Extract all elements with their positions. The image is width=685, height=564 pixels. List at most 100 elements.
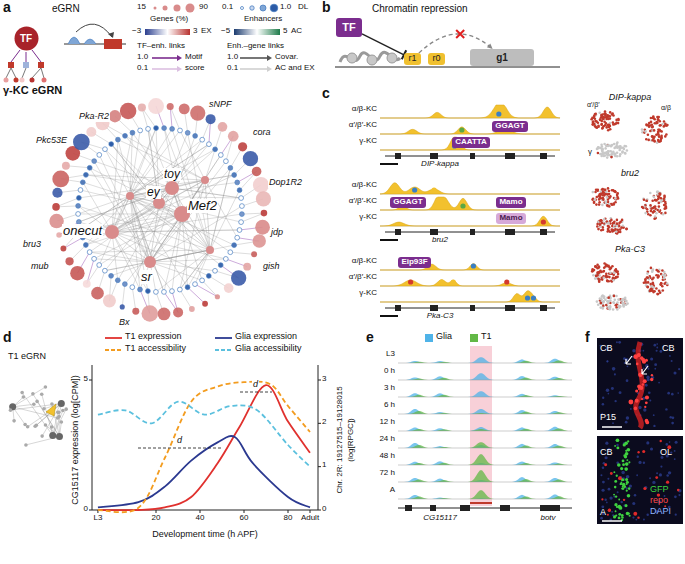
umap-cell bbox=[648, 290, 651, 293]
label: α/β-KC bbox=[352, 257, 377, 266]
network-node bbox=[24, 443, 28, 447]
umap-cell bbox=[660, 137, 663, 140]
network-link bbox=[112, 232, 150, 262]
umap-cell bbox=[607, 222, 610, 225]
exon bbox=[405, 505, 412, 511]
dapi bbox=[666, 474, 669, 477]
repo-signal bbox=[645, 359, 648, 362]
repo-signal bbox=[637, 516, 639, 518]
network-node bbox=[31, 392, 35, 396]
dapi bbox=[674, 458, 676, 460]
dapi bbox=[604, 499, 606, 501]
tf-hub bbox=[144, 256, 156, 268]
umap-cell bbox=[606, 230, 609, 233]
umap-cell bbox=[612, 230, 615, 233]
network-link bbox=[112, 133, 132, 232]
umap-cell bbox=[653, 196, 656, 199]
network-link bbox=[132, 287, 135, 311]
gene-circle bbox=[202, 301, 208, 307]
label: −5 bbox=[221, 27, 230, 36]
dapi bbox=[611, 511, 613, 513]
umap-cell bbox=[656, 191, 659, 194]
umap-cell bbox=[603, 297, 606, 300]
tf-hub bbox=[206, 246, 214, 254]
dapi bbox=[606, 361, 608, 363]
umap-cell bbox=[592, 191, 595, 194]
dapi bbox=[608, 488, 611, 491]
network-node bbox=[32, 402, 36, 406]
gene-circle bbox=[167, 103, 174, 110]
dna-line bbox=[335, 67, 560, 68]
umap-cell bbox=[664, 124, 667, 127]
scale-bar bbox=[602, 426, 622, 428]
label: 1 bbox=[322, 461, 326, 470]
motif-dot bbox=[525, 295, 530, 300]
umap-cell bbox=[604, 113, 607, 116]
label: (log[RPGC]) bbox=[347, 418, 356, 462]
repo-signal bbox=[618, 476, 622, 480]
network-link bbox=[188, 250, 210, 287]
umap-cell bbox=[611, 112, 614, 115]
repo-signal bbox=[643, 379, 647, 383]
enhancer-dot bbox=[185, 130, 190, 135]
pointer-arrow bbox=[642, 366, 648, 374]
umap-cell bbox=[601, 197, 604, 200]
tf-hub bbox=[165, 181, 179, 195]
network-link bbox=[150, 155, 221, 262]
curve bbox=[98, 436, 310, 507]
umap-cell bbox=[619, 153, 622, 156]
dapi bbox=[653, 425, 655, 427]
track-baseline bbox=[398, 363, 572, 364]
label: 0 h bbox=[384, 367, 395, 376]
label: repo bbox=[650, 496, 668, 506]
umap-cell bbox=[607, 187, 610, 190]
umap-cell bbox=[609, 115, 612, 118]
exon bbox=[395, 305, 401, 311]
umap-cell bbox=[612, 223, 615, 226]
gene-circle bbox=[243, 151, 258, 166]
umap-cell bbox=[616, 141, 619, 144]
label: bru3 bbox=[22, 240, 42, 250]
label: α′/β′-KC bbox=[349, 273, 377, 282]
key-arrowhead bbox=[267, 66, 272, 72]
umap-cell bbox=[591, 117, 594, 120]
network-link bbox=[94, 161, 150, 262]
node-text: Mamo bbox=[499, 214, 522, 223]
gfp-signal bbox=[618, 499, 620, 501]
label: CB bbox=[662, 344, 675, 354]
umap-cell bbox=[618, 305, 621, 308]
coverage-track bbox=[398, 411, 572, 414]
network-link bbox=[130, 196, 150, 262]
repo-signal bbox=[633, 354, 638, 359]
umap-cell bbox=[645, 123, 648, 126]
umap-cell bbox=[652, 117, 655, 120]
scale-bar bbox=[380, 315, 398, 317]
size-key bbox=[154, 7, 157, 10]
exon bbox=[470, 153, 475, 159]
umap-cell bbox=[641, 128, 644, 131]
gene-circle bbox=[70, 266, 84, 280]
umap-cell bbox=[616, 308, 619, 311]
umap-cell bbox=[613, 220, 616, 223]
coverage-track bbox=[398, 357, 572, 363]
umap-cell bbox=[644, 130, 647, 133]
network-node bbox=[42, 407, 46, 411]
label: γ-KC bbox=[359, 213, 377, 222]
label: 80 bbox=[284, 514, 293, 523]
gene-circle bbox=[252, 167, 262, 177]
umap-cell bbox=[616, 301, 619, 304]
network-node bbox=[40, 392, 44, 396]
gfp-signal bbox=[618, 506, 620, 508]
dapi bbox=[643, 518, 645, 520]
legend-text: Glia accessibility bbox=[235, 344, 302, 354]
dapi bbox=[601, 489, 604, 492]
nucleosome bbox=[347, 53, 357, 63]
dapi bbox=[675, 514, 677, 516]
repo-signal bbox=[623, 499, 625, 501]
node-box: r1 bbox=[404, 53, 421, 65]
label: DAPI bbox=[650, 507, 671, 517]
label: cora bbox=[252, 128, 272, 138]
enhancer-dot bbox=[145, 289, 150, 294]
axis bbox=[318, 365, 319, 510]
label: Mef2 bbox=[187, 199, 218, 213]
